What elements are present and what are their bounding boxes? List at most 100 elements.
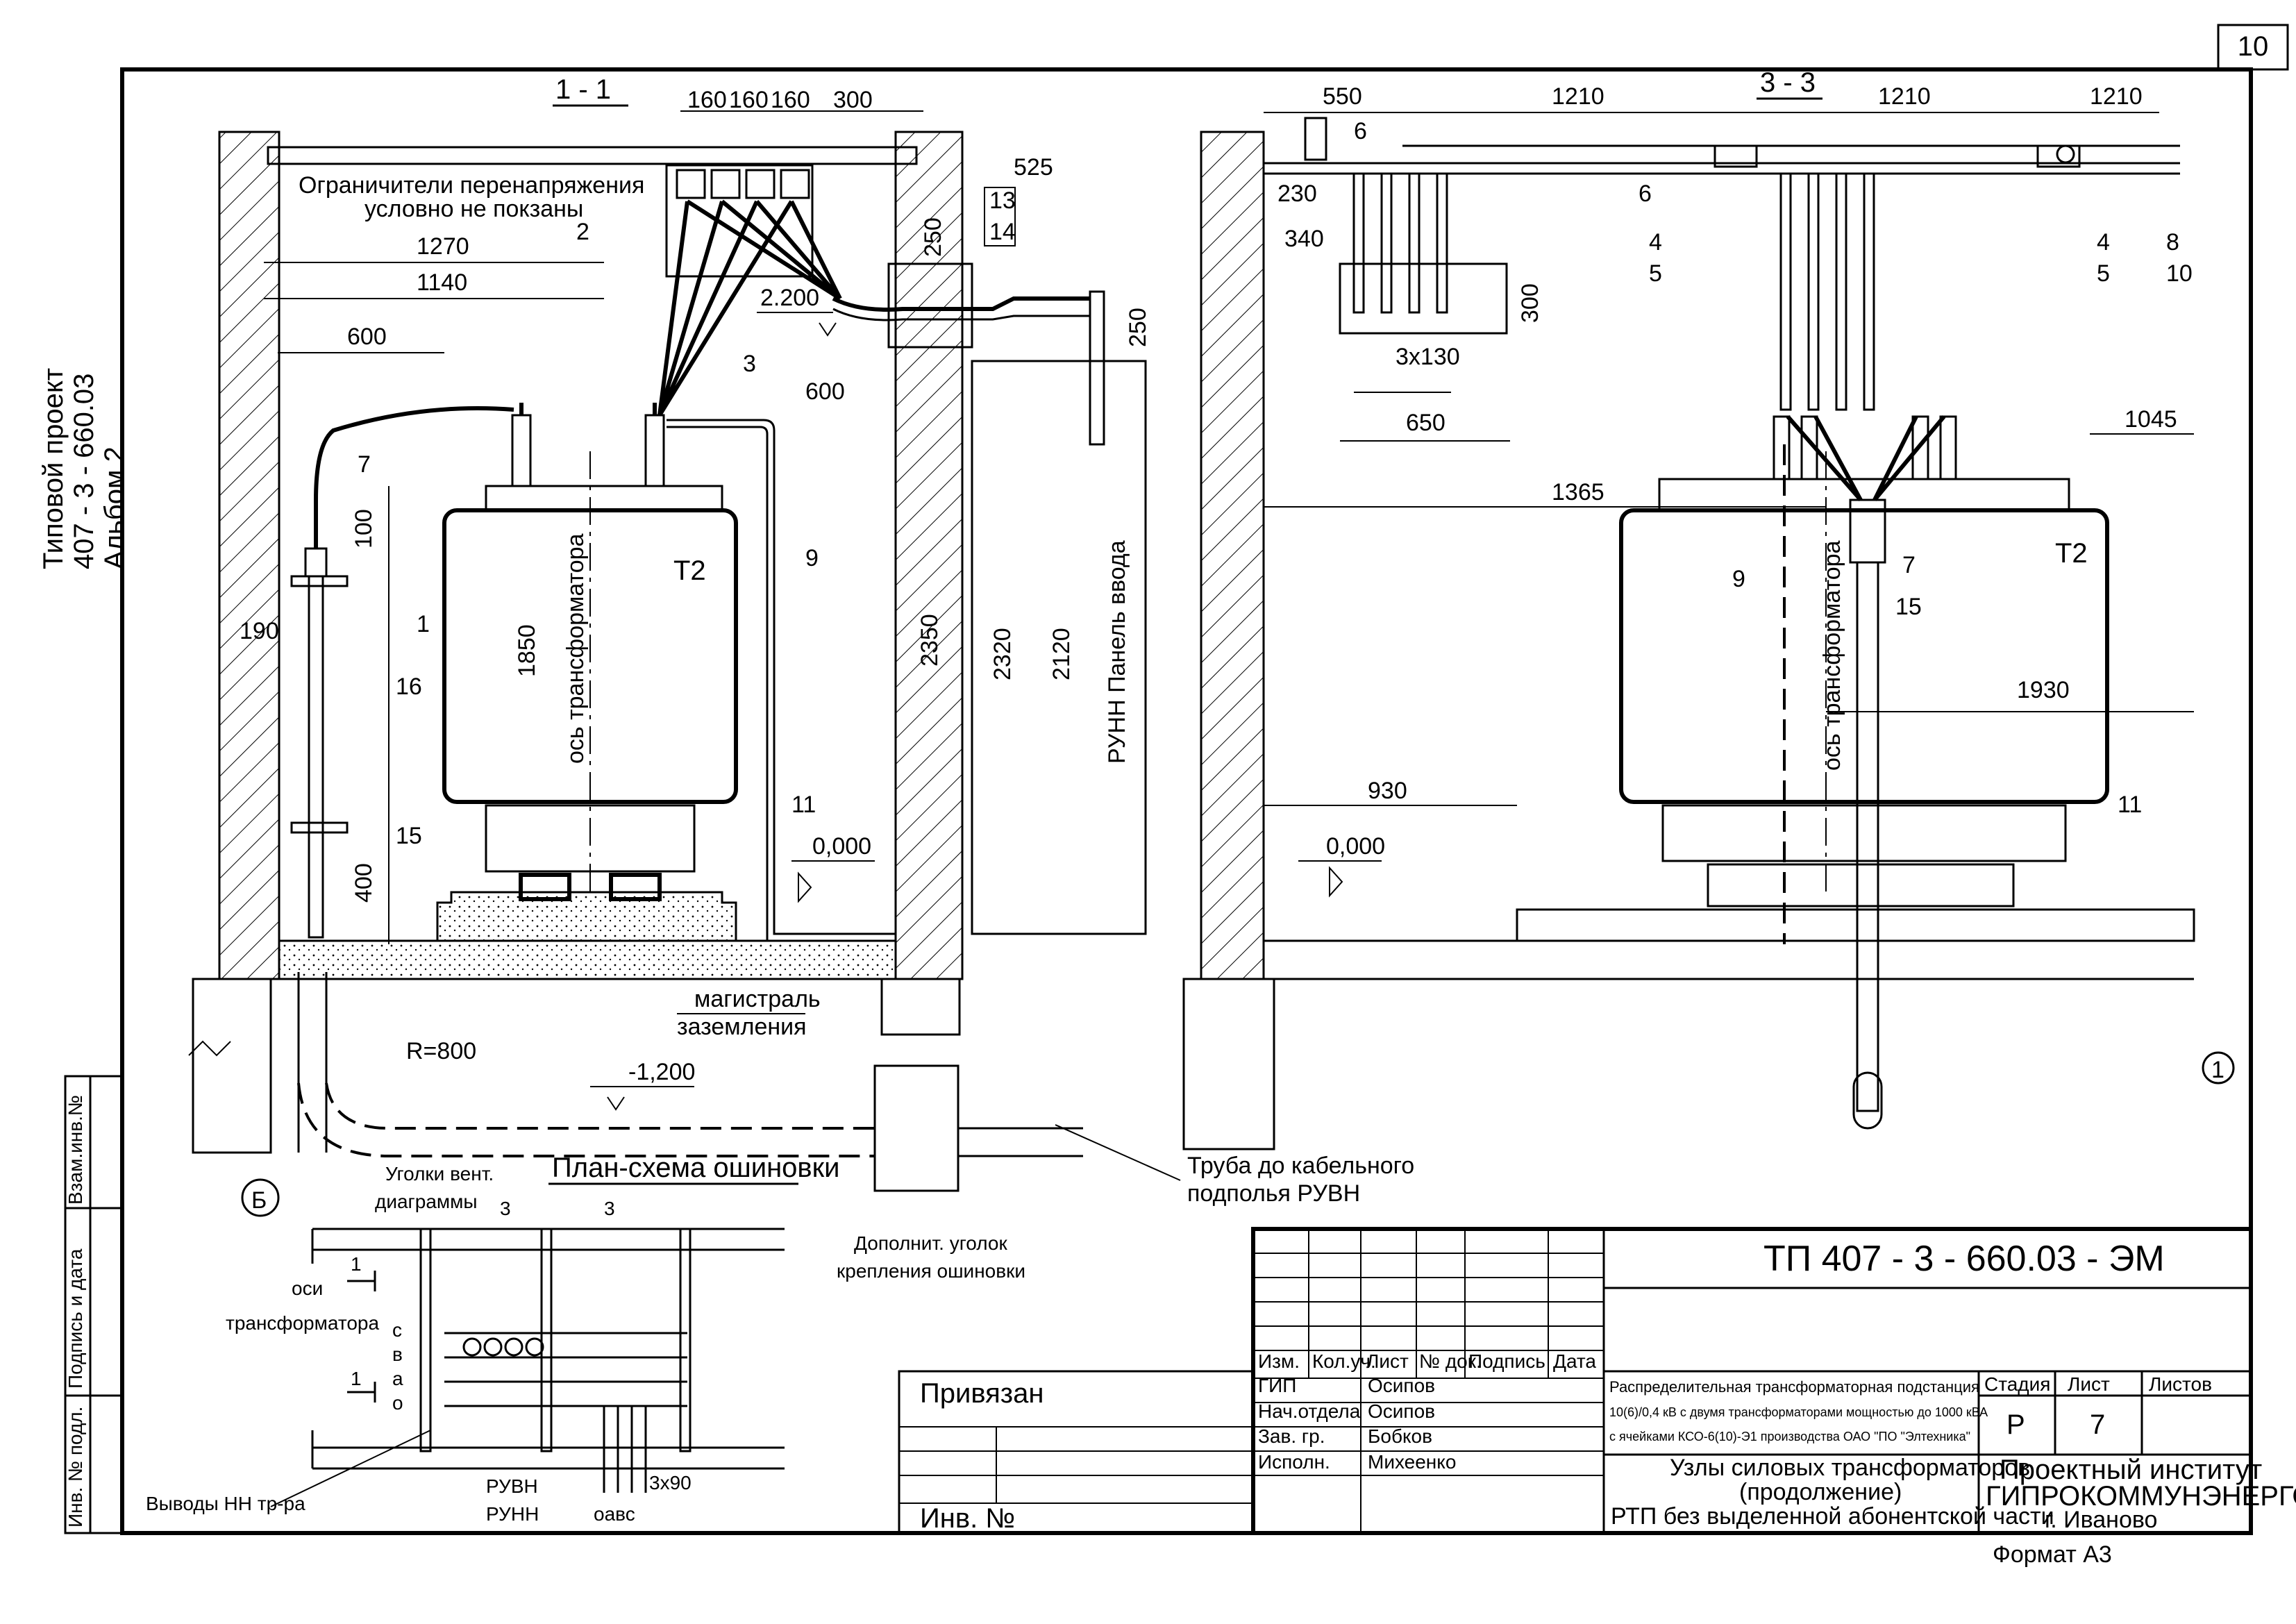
axes-line-2: трансформатора bbox=[226, 1312, 379, 1334]
ground-line-2: заземления bbox=[677, 1014, 807, 1040]
transformer-plinth bbox=[436, 891, 737, 942]
pos-11: 11 bbox=[791, 792, 816, 818]
privyazan-label: Привязан bbox=[920, 1378, 1044, 1409]
role-nach: Нач.отдела bbox=[1258, 1400, 1361, 1422]
dim-400: 400 bbox=[351, 863, 377, 903]
sheet-value: 7 bbox=[2090, 1409, 2105, 1440]
middle-wall bbox=[894, 131, 964, 980]
dim-1850: 1850 bbox=[514, 624, 540, 677]
level-0000-right: 0,000 bbox=[1326, 833, 1385, 860]
axis-label-left: ось трансформатора bbox=[562, 533, 589, 764]
dim-1365: 1365 bbox=[1552, 479, 1604, 505]
role-ispoln: Исполн. bbox=[1258, 1451, 1330, 1473]
dim-550: 550 bbox=[1323, 83, 1362, 110]
plan-mark-3-b: 3 bbox=[604, 1198, 615, 1219]
oabc-label: оавс bbox=[594, 1503, 635, 1525]
phase-o: о bbox=[392, 1392, 403, 1414]
hdr-izm: Изм. bbox=[1258, 1350, 1300, 1372]
pos-3: 3 bbox=[743, 351, 756, 377]
org-line-3: г. Иваново bbox=[2045, 1507, 2157, 1533]
format-label: Формат А3 bbox=[1993, 1541, 2112, 1568]
hdr-kol: Кол.уч. bbox=[1312, 1350, 1376, 1372]
dim-3x130: 3х130 bbox=[1396, 344, 1460, 370]
desc-line-2: 10(6)/0,4 кВ с двумя трансформаторами мо… bbox=[1609, 1405, 1988, 1419]
left-approval-strip: Взам.инв.№ Подпись и дата Инв. № подл. bbox=[64, 1075, 124, 1534]
section-3-3: 3 - 3 bbox=[1182, 67, 2235, 1150]
angles-line-1: Уголки вент. bbox=[385, 1163, 494, 1184]
right-wall bbox=[1200, 131, 1265, 980]
pos-6-b: 6 bbox=[1639, 181, 1652, 207]
hdr-list: Лист bbox=[1366, 1350, 1409, 1372]
ceiling-slab bbox=[267, 146, 918, 165]
note-limiters-1: Ограничители перенапряжения bbox=[299, 172, 644, 199]
dim-600-b: 600 bbox=[805, 378, 845, 405]
axes-line-1: оси bbox=[292, 1278, 323, 1299]
desc-line-1: Распределительная трансформаторная подст… bbox=[1609, 1378, 1979, 1396]
name-4: Михеенко bbox=[1368, 1451, 1456, 1473]
sub-line-3: РТП без выделенной абонентской части bbox=[1611, 1503, 2054, 1530]
stage-header: Стадия bbox=[1984, 1373, 2050, 1395]
phase-a: а bbox=[392, 1368, 403, 1389]
radius-label: R=800 bbox=[406, 1038, 476, 1064]
sub-line-1: Узлы силовых трансформаторов bbox=[1670, 1455, 2030, 1481]
pos-5-a: 5 bbox=[1649, 260, 1662, 287]
dim-160-2: 160 bbox=[729, 87, 769, 113]
dim-340: 340 bbox=[1284, 226, 1324, 252]
dim-1140: 1140 bbox=[417, 269, 467, 296]
phase-b: в bbox=[392, 1343, 403, 1365]
section-3-title: 3 - 3 bbox=[1760, 67, 1816, 98]
dim-1930: 1930 bbox=[2017, 677, 2070, 703]
runn-panel-label: РУНН Панель ввода bbox=[1104, 540, 1130, 764]
dim-930: 930 bbox=[1368, 778, 1407, 804]
pipe-line-2: подполья РУВН bbox=[1187, 1180, 1360, 1207]
dim-1210-a: 1210 bbox=[1552, 83, 1604, 110]
dim-160-1: 160 bbox=[687, 87, 727, 113]
pipe-line-1: Труба до кабельного bbox=[1187, 1153, 1414, 1179]
pos-14: 14 bbox=[989, 219, 1016, 245]
transformer-body-right bbox=[1619, 508, 2109, 804]
dim-2320: 2320 bbox=[989, 628, 1016, 680]
dim-525: 525 bbox=[1014, 154, 1053, 181]
dim-300-r: 300 bbox=[1517, 283, 1543, 323]
note-limiters-2: условно не покзаны bbox=[364, 196, 583, 222]
pos-4-a: 4 bbox=[1649, 229, 1662, 256]
pos-4-b: 4 bbox=[2097, 229, 2110, 256]
angles-line-2: диаграммы bbox=[375, 1191, 478, 1212]
dim-250-b: 250 bbox=[1125, 308, 1151, 347]
dim-1210-b: 1210 bbox=[1878, 83, 1931, 110]
pos-16: 16 bbox=[396, 673, 422, 700]
plan-mark-3-a: 3 bbox=[500, 1198, 511, 1219]
ground-line-1: магистраль bbox=[694, 986, 821, 1012]
hdr-podpis: Подпись bbox=[1468, 1350, 1545, 1372]
plan-scheme: Б План-схема ошиновки Уголки вент. диагр… bbox=[146, 1153, 1025, 1525]
side-label-line1: Типовой проект bbox=[38, 368, 69, 569]
sheet-number: 10 bbox=[2238, 31, 2269, 62]
pos-9: 9 bbox=[805, 545, 819, 571]
pos-7-r: 7 bbox=[1902, 552, 1916, 578]
dim-160-3: 160 bbox=[771, 87, 810, 113]
hdr-doc: № док. bbox=[1419, 1350, 1482, 1372]
level-m1200: -1,200 bbox=[628, 1059, 695, 1085]
title-block: ТП 407 - 3 - 660.03 - ЭМ Привязан Инв. №… bbox=[898, 1227, 2296, 1568]
dim-1210-c: 1210 bbox=[2090, 83, 2143, 110]
view-mark-1: 1 bbox=[2211, 1057, 2224, 1083]
phase-c: с bbox=[392, 1319, 402, 1341]
runn-panel bbox=[971, 360, 1147, 935]
strip-inv: Инв. № подл. bbox=[65, 1407, 86, 1527]
name-3: Бобков bbox=[1368, 1425, 1432, 1447]
pos-10: 10 bbox=[2166, 260, 2193, 287]
desc-line-3: с ячейками КСО-6(10)-Э1 производства ОАО… bbox=[1609, 1430, 1970, 1443]
pos-15-r: 15 bbox=[1895, 594, 1922, 620]
level-0000-left: 0,000 bbox=[812, 833, 871, 860]
dim-100: 100 bbox=[351, 509, 377, 549]
name-1: Осипов bbox=[1368, 1375, 1435, 1396]
mark-b: Б bbox=[251, 1187, 267, 1214]
strip-vzam: Взам.инв.№ bbox=[65, 1095, 86, 1205]
stage-value: Р bbox=[2006, 1409, 2025, 1440]
plan-mark-1-a: 1 bbox=[351, 1253, 362, 1275]
extra-line-1: Дополнит. уголок bbox=[854, 1232, 1007, 1254]
role-gip: ГИП bbox=[1258, 1375, 1296, 1396]
axis-label-right: ось трансформатора bbox=[1819, 540, 1845, 771]
strip-podpis: Подпись и дата bbox=[65, 1248, 86, 1389]
